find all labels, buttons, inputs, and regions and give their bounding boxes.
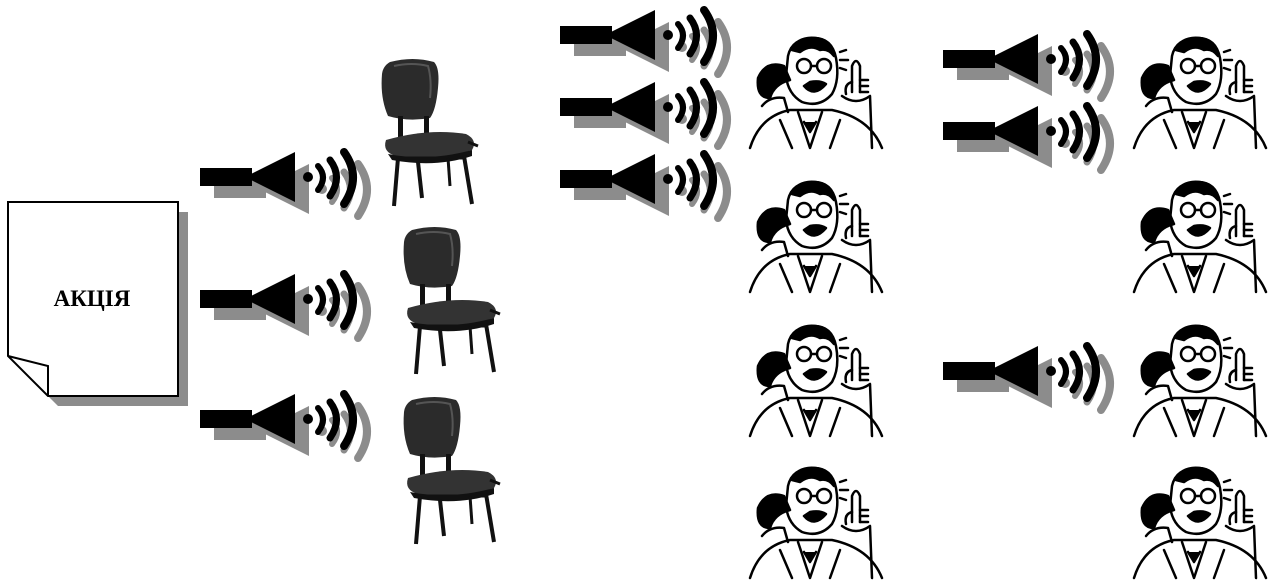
person-on-phone-icon (1124, 466, 1274, 581)
chair-icon (390, 396, 520, 546)
megaphone-icon (560, 8, 735, 78)
document: АКЦІЯ (6, 200, 196, 412)
person-on-phone-icon (1124, 36, 1274, 151)
megaphone-icon (200, 272, 375, 342)
person-on-phone-icon (740, 36, 890, 151)
megaphone-icon (560, 80, 735, 150)
megaphone-icon (943, 344, 1118, 414)
megaphone-icon (200, 392, 375, 462)
chair-icon (390, 226, 520, 376)
megaphone-icon (200, 150, 375, 220)
megaphone-icon (943, 104, 1118, 174)
person-on-phone-icon (740, 180, 890, 295)
chair-icon (368, 58, 498, 208)
megaphone-icon (560, 152, 735, 222)
person-on-phone-icon (740, 466, 890, 581)
person-on-phone-icon (1124, 180, 1274, 295)
megaphone-icon (943, 32, 1118, 102)
person-on-phone-icon (1124, 324, 1274, 439)
person-on-phone-icon (740, 324, 890, 439)
document-label: АКЦІЯ (6, 286, 178, 312)
